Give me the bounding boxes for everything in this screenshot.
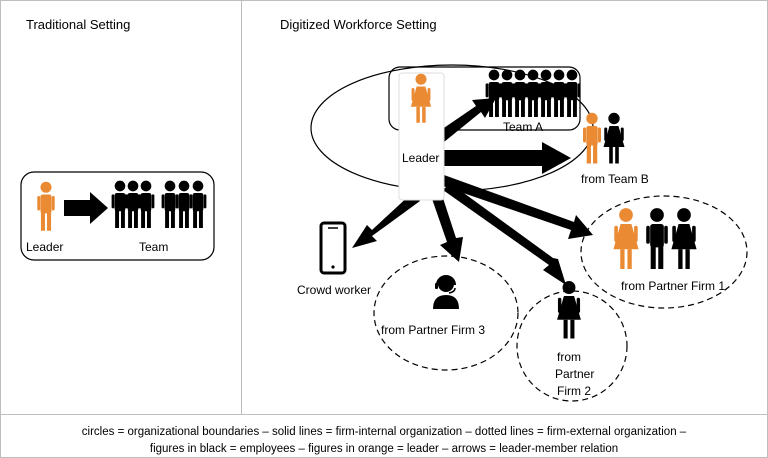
legend-line-1: circles = organizational boundaries – so… <box>81 426 687 438</box>
partner-firm-2-label-line1: from <box>557 350 581 364</box>
digitized-setting-heading: Digitized Workforce Setting <box>280 17 437 32</box>
team-a-label: Team A <box>503 120 543 134</box>
partner-firm-1-boundary <box>580 195 748 309</box>
traditional-team-boundary <box>20 171 215 261</box>
partner-firm-3-boundary <box>373 255 519 371</box>
headset-worker-icon <box>433 275 459 309</box>
team-b-label: from Team B <box>581 172 649 186</box>
vertical-divider <box>241 0 242 414</box>
leader-member-arrows <box>352 98 593 285</box>
team-a-figures <box>485 69 581 117</box>
legend-footer: circles = organizational boundaries – so… <box>0 424 768 458</box>
smartphone-icon <box>319 221 347 275</box>
arrow-to-team-b <box>441 142 571 174</box>
diagram-canvas: Leader Team Leader Team A from Team B <box>20 64 748 402</box>
traditional-setting-heading: Traditional Setting <box>26 17 131 32</box>
horizontal-divider <box>0 414 768 415</box>
arrow-to-partner-firm-1 <box>440 175 593 239</box>
arrow-to-team-a <box>438 98 496 142</box>
traditional-team-label: Team <box>139 240 168 254</box>
crowd-worker-label: Crowd worker <box>297 283 371 297</box>
arrow-to-partner-firm-2 <box>443 183 566 285</box>
arrow-to-crowd-worker <box>352 193 420 248</box>
partner-firm-3-label: from Partner Firm 3 <box>381 323 485 337</box>
arrow-to-partner-firm-3 <box>430 189 463 262</box>
traditional-team-figures <box>111 180 207 228</box>
traditional-leader-arrow <box>64 192 108 224</box>
legend-line-2: figures in black = employees – figures i… <box>149 443 619 455</box>
traditional-leader-label: Leader <box>26 240 63 254</box>
team-a-boundary <box>388 66 581 131</box>
partner-firm-2-label-line2: Partner <box>555 367 594 381</box>
partner-firm-1-label: from Partner Firm 1 <box>621 279 725 293</box>
leader-card <box>398 72 445 201</box>
partner-firm-2-figure <box>557 281 581 339</box>
traditional-leader-figure <box>37 181 55 231</box>
partner-firm-2-boundary <box>516 290 628 402</box>
team-b-figures <box>583 112 625 164</box>
partner-firm-1-figures <box>613 208 697 269</box>
digital-leader-label: Leader <box>402 151 439 165</box>
partner-firm-2-label-line3: Firm 2 <box>557 384 591 398</box>
